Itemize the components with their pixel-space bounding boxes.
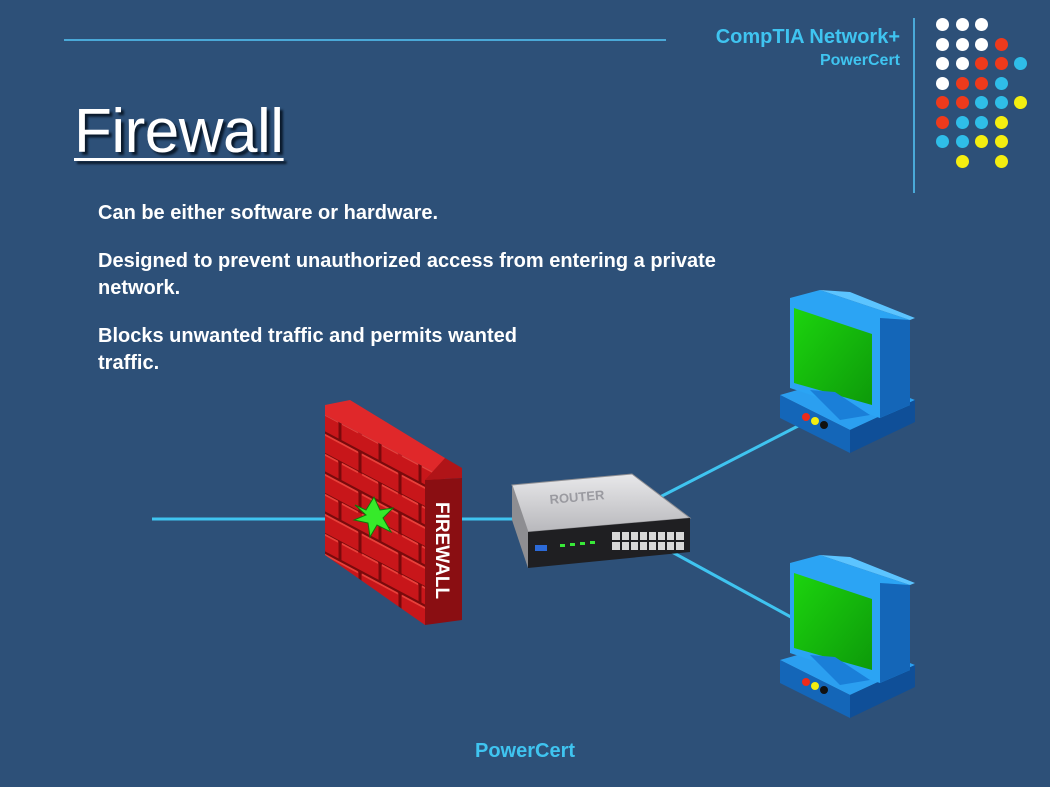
decorative-dot — [955, 115, 969, 129]
decorative-dot — [936, 37, 949, 51]
decorative-dot — [955, 135, 969, 148]
bullet-item: Designed to prevent unauthorized access … — [98, 250, 716, 299]
decorative-dot — [1014, 96, 1027, 109]
decorative-dot — [975, 37, 988, 51]
decorative-dot — [955, 96, 969, 109]
decorative-dot — [975, 18, 988, 31]
decorative-dot — [936, 115, 949, 129]
vertical-rule — [913, 18, 915, 193]
decorative-dot — [975, 76, 988, 90]
firewall-icon: FIREWALL — [325, 400, 462, 625]
bullet-item: Can be either software or hardware. — [98, 202, 439, 224]
decorative-dot — [955, 57, 969, 70]
brand-subtitle: PowerCert — [819, 52, 900, 69]
bullet-item: Blocks unwanted traffic and permits want… — [98, 325, 517, 374]
decorative-dot — [936, 135, 949, 148]
firewall-label: FIREWALL — [431, 502, 452, 599]
decorative-dot — [994, 135, 1008, 148]
decorative-dot — [994, 115, 1008, 129]
decorative-dot — [936, 76, 949, 90]
decorative-dot — [994, 37, 1008, 51]
decorative-dot — [955, 18, 969, 31]
decorative-dot — [1014, 57, 1027, 70]
router-icon: ROUTER — [511, 473, 692, 568]
decorative-dot — [994, 154, 1008, 168]
bullet-list: Can be either software or hardware. Desi… — [98, 200, 778, 398]
footer-brand: PowerCert — [474, 740, 576, 762]
slide-title: Firewall — [74, 97, 284, 166]
decorative-dot — [994, 57, 1008, 70]
decorative-dot — [936, 96, 949, 109]
decorative-dot — [955, 37, 969, 51]
connection-line — [659, 423, 801, 499]
decorative-dot — [994, 76, 1008, 90]
decorative-dot — [994, 96, 1008, 109]
decorative-dot — [975, 96, 988, 109]
computer-icon — [780, 290, 915, 453]
header-rule — [64, 39, 666, 41]
decorative-dot — [975, 115, 988, 129]
decorative-dot — [955, 76, 969, 90]
decorative-dot — [975, 135, 988, 148]
decorative-dot — [975, 57, 988, 70]
block-x-icon — [352, 495, 395, 539]
router-label: ROUTER — [549, 487, 606, 507]
brand-title: CompTIA Network+ — [715, 26, 900, 48]
decorative-dot — [955, 154, 969, 168]
connection-line — [671, 550, 801, 624]
computer-icon — [780, 555, 915, 718]
decorative-dot — [936, 57, 949, 70]
decorative-dot — [936, 18, 949, 31]
